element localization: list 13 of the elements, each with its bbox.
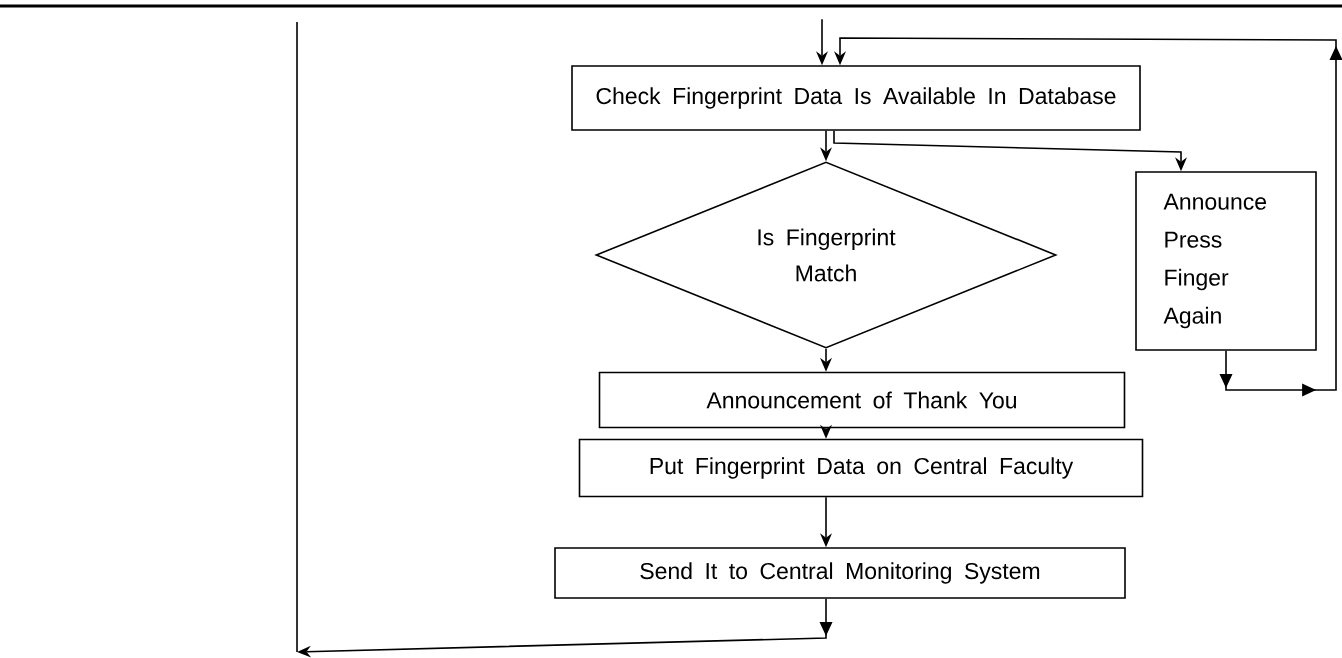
arrow <box>833 130 1187 172</box>
process-box: Announcement of Thank You <box>598 371 1126 429</box>
process-box: Check Fingerprint Data Is Available In Database <box>571 65 1141 131</box>
process-box: Put Fingerprint Data on Central Faculty <box>578 438 1144 498</box>
arrow <box>816 51 828 66</box>
arrow <box>820 496 832 548</box>
process-box: Send It to Central Monitoring System <box>554 547 1126 599</box>
arrow <box>820 348 832 372</box>
arrow <box>820 130 832 162</box>
arrow <box>820 424 832 439</box>
process-box: Announce Press Finger Again <box>1135 171 1317 351</box>
arrow <box>297 598 833 658</box>
arrow <box>834 37 1342 397</box>
